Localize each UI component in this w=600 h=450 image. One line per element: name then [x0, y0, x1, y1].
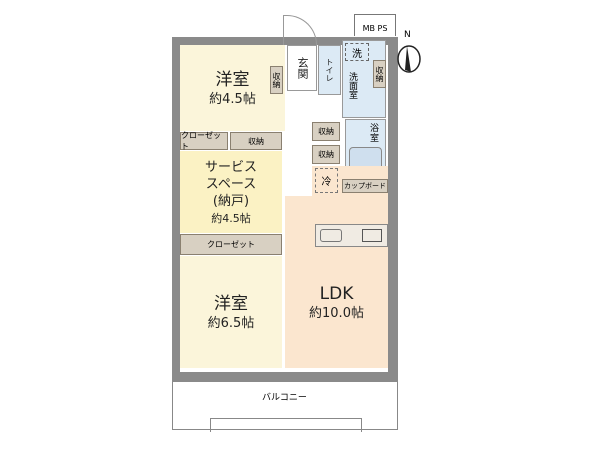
- room-name: 洋室: [215, 69, 250, 90]
- mb-ps: MB PS: [354, 14, 396, 36]
- closet-2: クローゼット: [180, 234, 282, 255]
- kitchen-counter: [315, 224, 388, 247]
- sink-icon: [320, 229, 342, 242]
- western-room-2: 洋室 約6.5帖: [180, 256, 282, 368]
- storage-hall-1: 収納: [312, 122, 340, 141]
- western-room-1: 洋室 約4.5帖: [180, 45, 285, 131]
- washroom-label: 洗面室: [347, 72, 357, 99]
- ldk: LDK 約10.0帖: [285, 196, 388, 368]
- fridge-space: 冷: [315, 168, 338, 193]
- stove-icon: [362, 229, 382, 242]
- cupboard: カップボード: [342, 179, 388, 193]
- balcony-label: バルコニー: [262, 393, 307, 403]
- storage-1: 収納: [230, 132, 282, 150]
- balcony-rail: [210, 418, 362, 432]
- front-door[interactable]: [283, 15, 317, 45]
- storage-hall-2: 収納: [312, 145, 340, 164]
- compass-label: N: [404, 30, 411, 40]
- storage-entrance: 収納: [270, 66, 283, 94]
- toilet: トイレ: [318, 45, 341, 95]
- compass-icon: [397, 45, 421, 73]
- entrance: 玄関: [287, 45, 317, 91]
- service-space: サービス スペース (納戸) 約4.5帖: [180, 151, 282, 233]
- room-size: 約4.5帖: [209, 91, 256, 107]
- balcony: [172, 382, 398, 430]
- storage-washroom: 収納: [373, 60, 386, 88]
- closet-1: クローゼット: [180, 131, 228, 151]
- bath-label: 浴室: [370, 124, 380, 144]
- washer-space: 洗: [345, 43, 369, 61]
